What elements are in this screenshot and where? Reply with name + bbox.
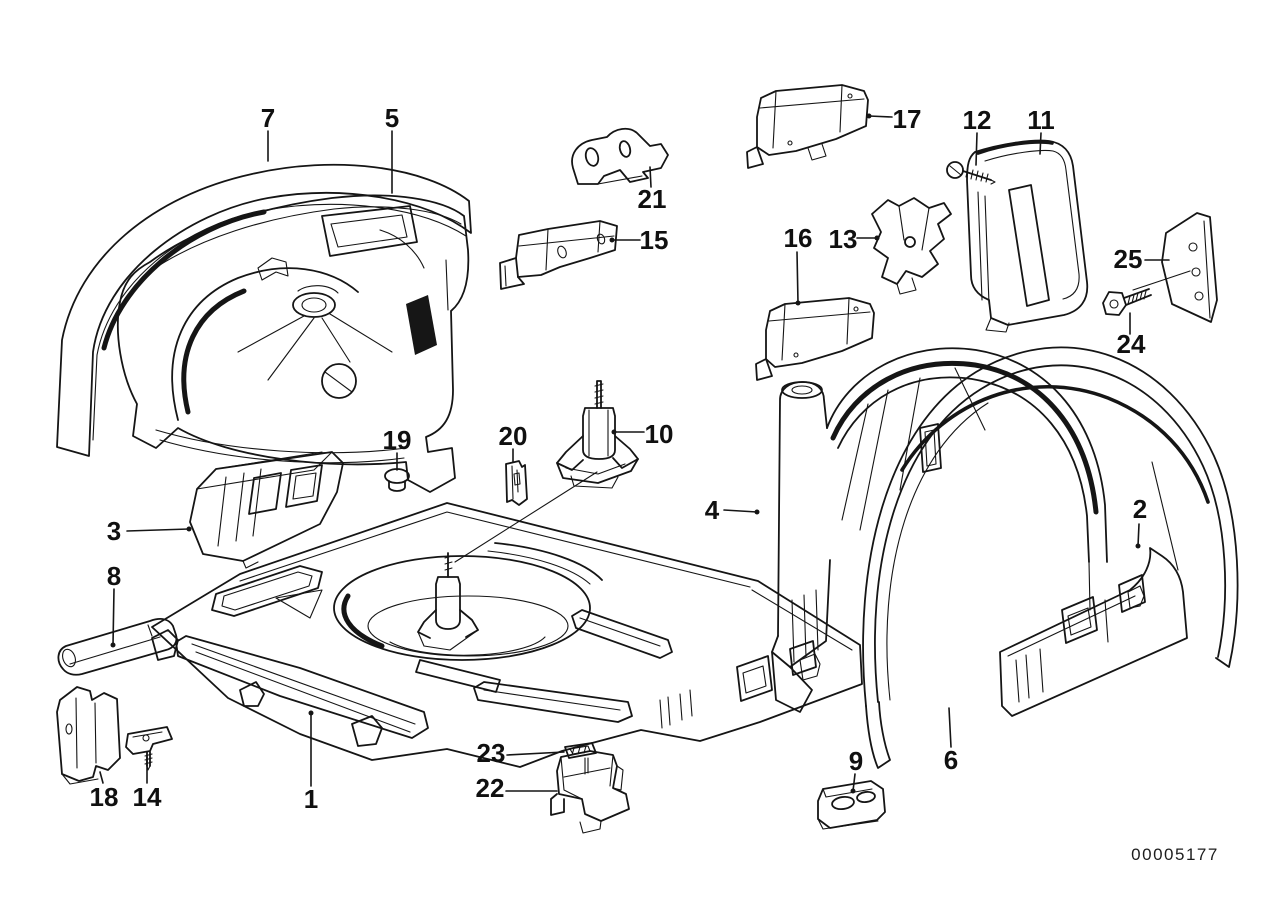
diagram-code: 00005177 [1131,845,1219,864]
callout-25[interactable]: 25 [1114,244,1143,274]
leader-line [1137,523,1140,547]
leader-line [649,166,652,188]
part-5-art [117,194,470,493]
diagram-art [56,84,1239,834]
part-15-art [499,220,618,290]
part-12-art [946,161,996,185]
callout-17[interactable]: 17 [893,104,922,134]
leader-dot [850,788,856,794]
callout-9[interactable]: 9 [849,746,863,776]
callout-18[interactable]: 18 [90,782,119,812]
callout-15[interactable]: 15 [640,225,669,255]
callout-4[interactable]: 4 [705,495,720,525]
callout-11[interactable]: 11 [1027,105,1055,135]
leader-dot [609,237,615,243]
callout-5[interactable]: 5 [385,103,399,133]
leader-dot [308,710,314,716]
callout-8[interactable]: 8 [107,561,121,591]
leader-line [796,251,799,304]
part-8-art [57,618,178,676]
callout-10[interactable]: 10 [645,419,674,449]
leader-line [1039,132,1042,155]
callout-3[interactable]: 3 [107,516,121,546]
leader-line [975,132,978,166]
leader-dot [110,642,116,648]
part-9-art [817,780,886,830]
leader-line [852,773,856,792]
leader-line [723,509,758,513]
part-13-art [871,197,952,295]
part-20-art [505,460,528,506]
callout-13[interactable]: 13 [829,224,858,254]
leader-line [868,115,893,118]
part-14-art [125,726,173,771]
leader-dot [186,526,192,532]
leader-line [112,588,115,646]
part-21-art [571,127,669,185]
part-6-art [862,346,1239,769]
leader-dot [866,113,872,119]
leader-dot [795,300,801,306]
leader-line [948,707,952,748]
callout-labels: 1 2 3 4 5 6 7 8 9 10 11 12 13 14 15 16 1… [90,103,1148,814]
part-22-art [550,750,630,834]
callout-14[interactable]: 14 [133,782,162,812]
part-18-art [56,686,121,785]
callout-20[interactable]: 20 [499,421,528,451]
part-16-art [755,297,875,381]
part-3-art [189,451,344,569]
part-10-art [454,380,639,563]
part-4-art [771,347,1108,713]
callout-12[interactable]: 12 [963,105,992,135]
part-24-art [1102,270,1191,316]
callout-7[interactable]: 7 [261,103,275,133]
callout-22[interactable]: 22 [476,773,505,803]
part-11-art [966,139,1089,333]
part-25-art [1161,212,1218,323]
callout-16[interactable]: 16 [784,223,813,253]
callout-19[interactable]: 19 [383,425,412,455]
part-17-art [746,84,869,169]
leader-line [506,751,565,756]
part-2-art [999,547,1188,717]
callout-24[interactable]: 24 [1117,329,1146,359]
leader-line [126,528,190,532]
leader-dot [1135,543,1141,549]
leader-lines [99,113,1170,794]
leader-line [99,771,104,784]
callout-6[interactable]: 6 [944,745,958,775]
callout-2[interactable]: 2 [1133,494,1147,524]
part-1-art [151,502,863,768]
callout-23[interactable]: 23 [477,738,506,768]
leader-dot [874,235,880,241]
callout-21[interactable]: 21 [638,184,667,214]
leader-dot [754,509,760,515]
leader-dot [611,429,617,435]
callout-1[interactable]: 1 [304,784,318,814]
part-19-art [384,468,410,492]
